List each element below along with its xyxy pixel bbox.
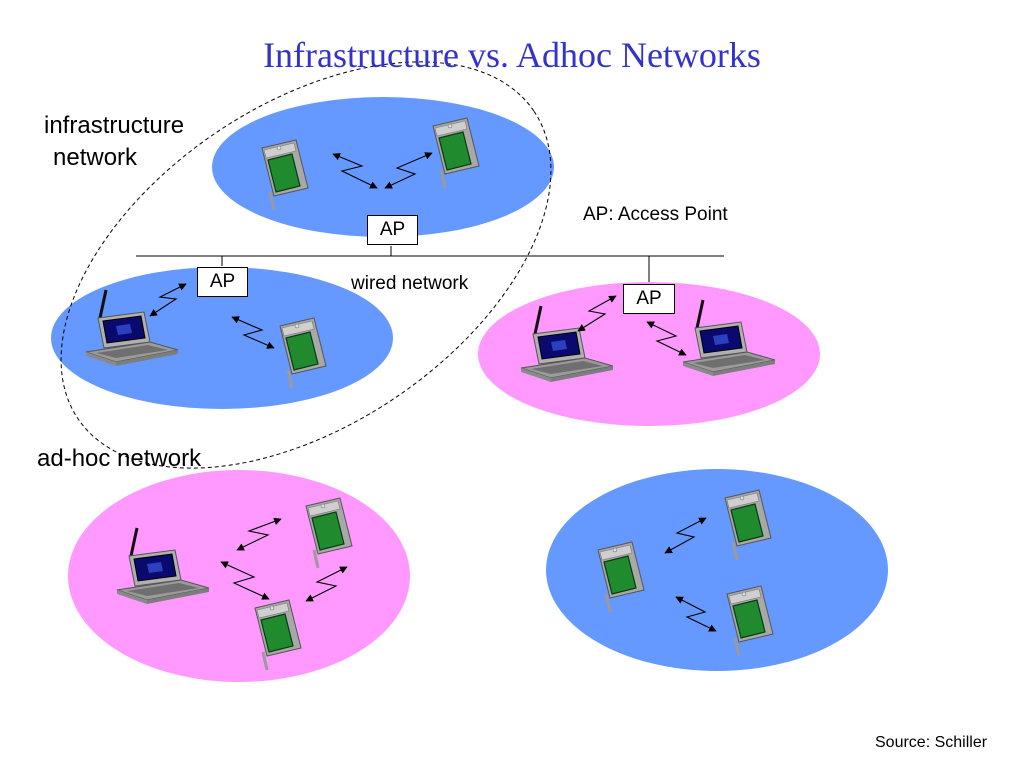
infrastructure-label-line2: network	[53, 144, 138, 171]
wireless-link-icon	[384, 152, 433, 189]
adhoc-label: ad-hoc network	[37, 445, 202, 472]
access-point-center: AP	[367, 215, 418, 245]
source-credit: Source: Schiller	[875, 734, 988, 751]
wireless-link-icon	[675, 596, 717, 632]
wireless-link-icon	[305, 566, 348, 602]
infrastructure-label-line1: infrastructure	[44, 112, 185, 139]
wireless-link-icon	[231, 316, 275, 349]
wireless-link-icon	[220, 561, 270, 600]
wireless-link-icon	[646, 321, 687, 356]
wireless-link-icon	[236, 517, 282, 551]
adhoc-cell-left	[68, 470, 410, 682]
slide-title: Infrastructure vs. Adhoc Networks	[263, 35, 761, 75]
wireless-link-icon	[332, 153, 378, 189]
access-point-right: AP	[623, 284, 675, 314]
infrastructure-cell-left	[51, 267, 393, 409]
ap-legend: AP: Access Point	[583, 204, 728, 225]
adhoc-cell-right	[546, 469, 888, 671]
access-point-left: AP	[197, 267, 248, 297]
wireless-link-icon	[149, 283, 187, 317]
infrastructure-boundary	[60, 61, 552, 469]
wireless-link-icon	[664, 517, 707, 554]
wireless-link-icon	[577, 295, 617, 332]
wired-network-label: wired network	[351, 273, 469, 294]
